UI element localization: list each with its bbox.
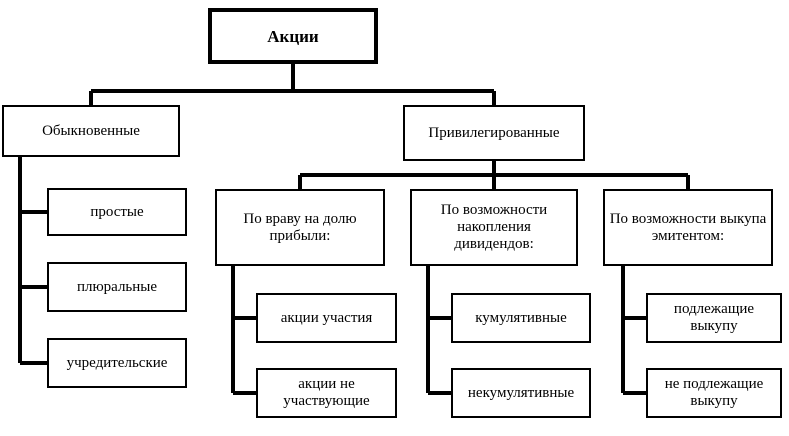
ordinary-item-simple: простые	[47, 188, 187, 236]
preferred-node: Привилегированные	[403, 105, 585, 161]
ordinary-item-plural: плюральные	[47, 262, 187, 312]
item-non-participating-shares: акции не участвующие	[256, 368, 397, 418]
item-redeemable: подлежащие выкупу	[646, 293, 782, 343]
group-dividend-accumulation: По возможности накопления дивидендов:	[410, 189, 578, 266]
root-node: Акции	[208, 8, 378, 64]
item-non-cumulative: некумулятивные	[451, 368, 591, 418]
group-profit-share: По враву на долю прибыли:	[215, 189, 385, 266]
group-issuer-redemption: По возможности выкупа эмитентом:	[603, 189, 773, 266]
item-non-redeemable: не подлежащие выкупу	[646, 368, 782, 418]
item-cumulative: кумулятивные	[451, 293, 591, 343]
item-participating-shares: акции участия	[256, 293, 397, 343]
ordinary-node: Обыкновенные	[2, 105, 180, 157]
ordinary-item-founders: учредительские	[47, 338, 187, 388]
